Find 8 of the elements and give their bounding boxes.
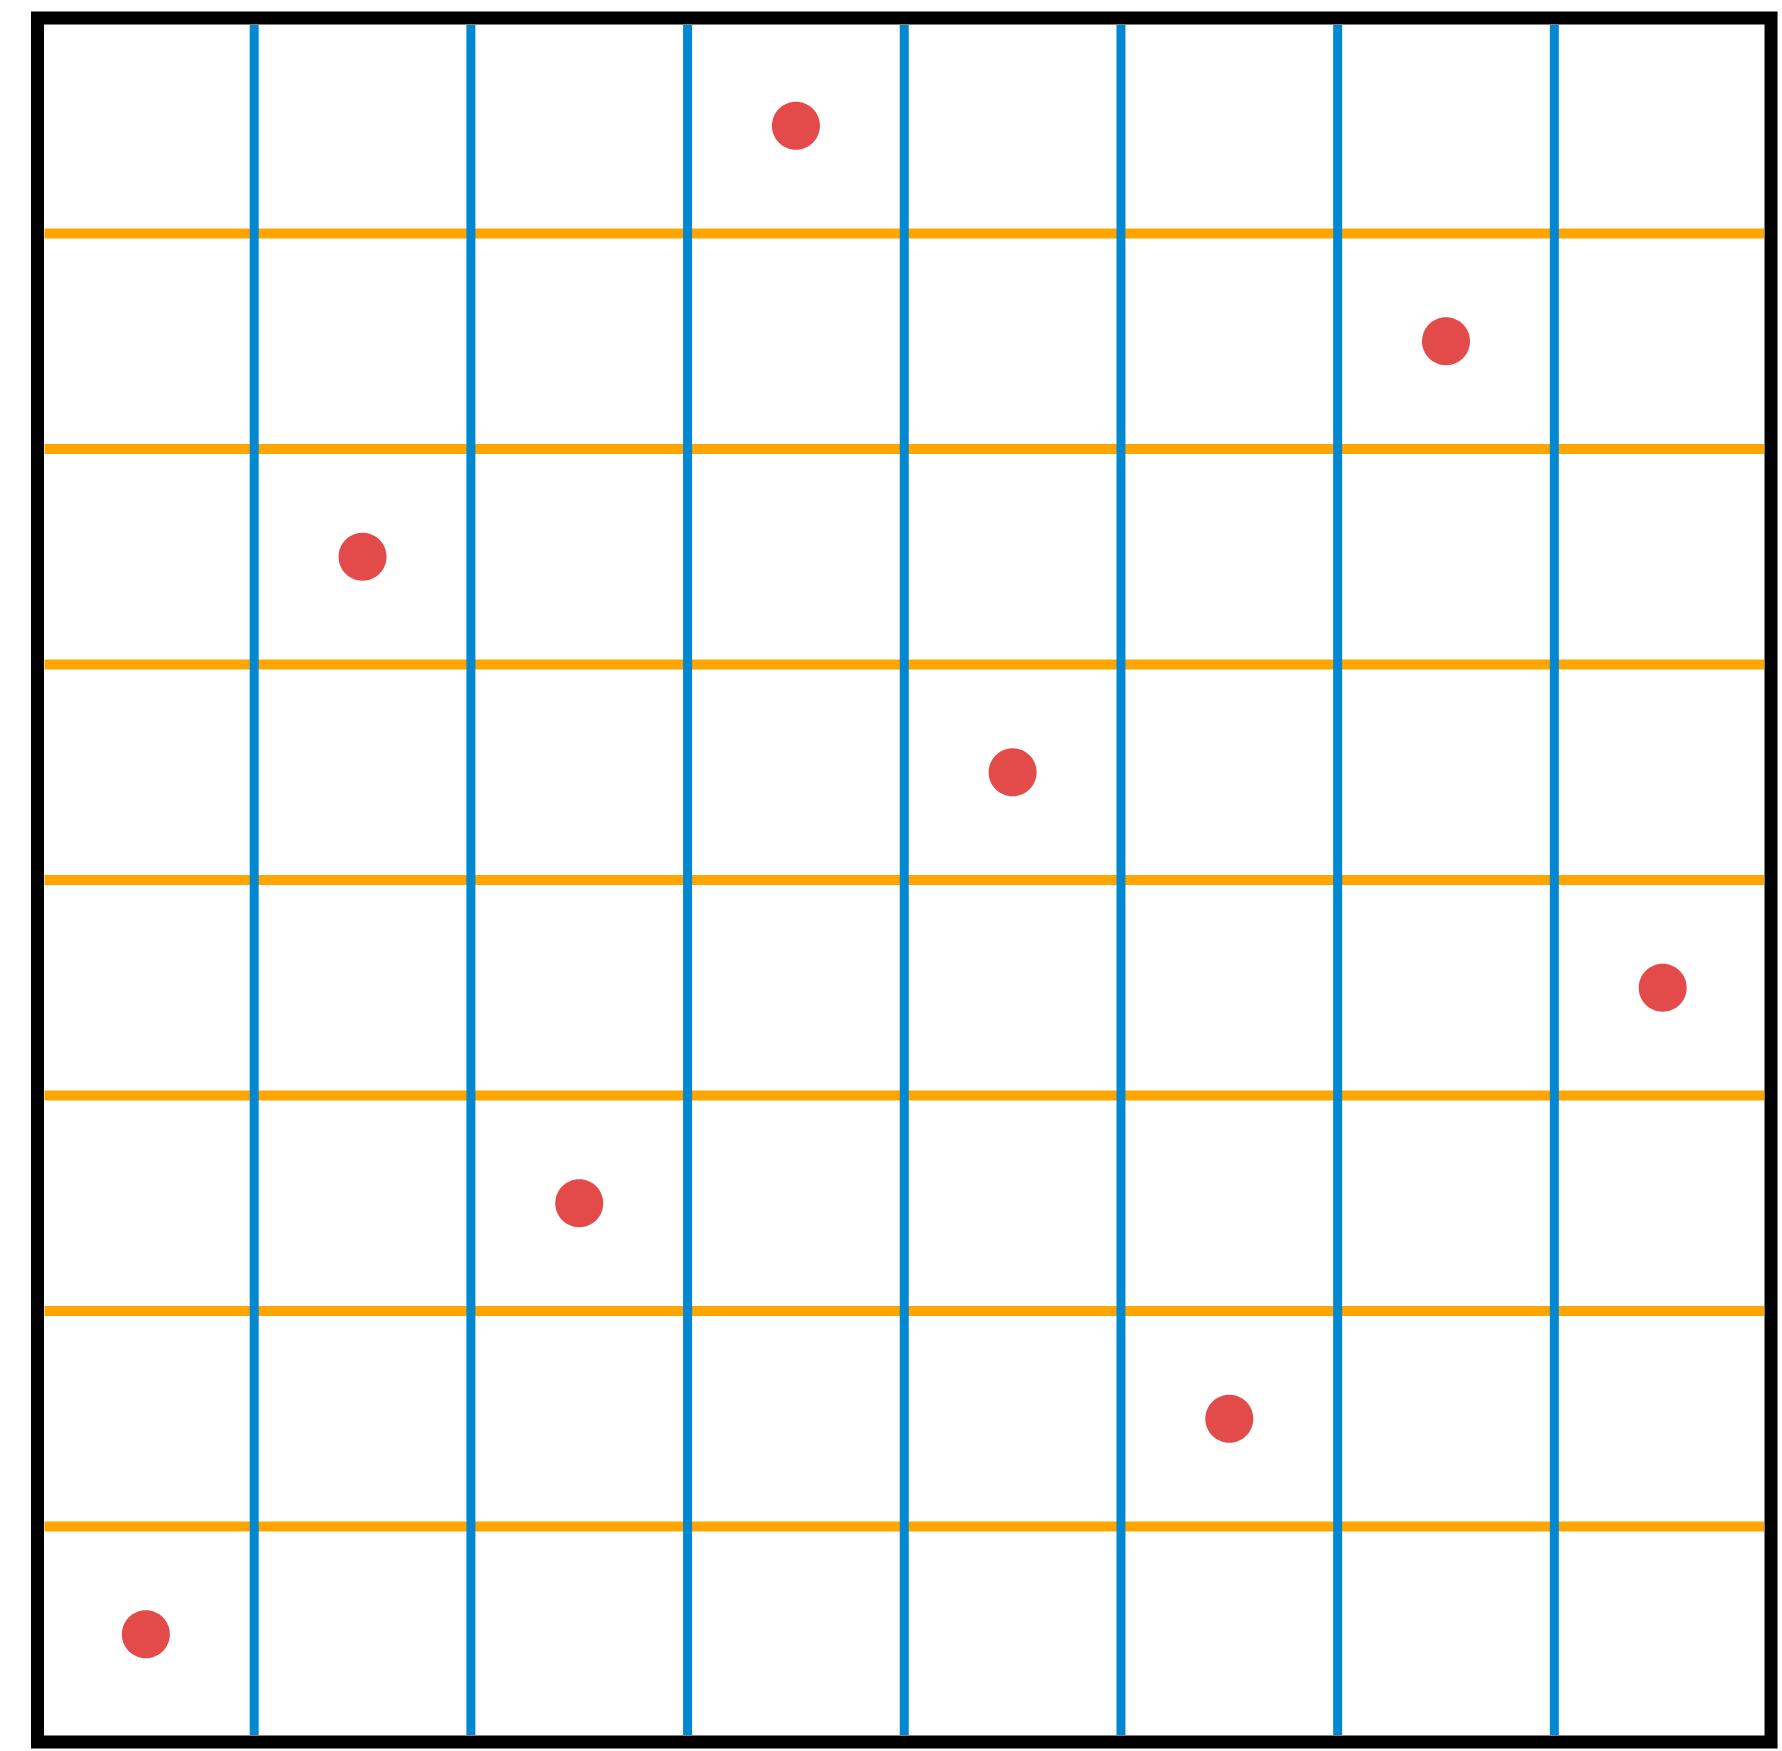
dot (771, 101, 820, 150)
dot (988, 748, 1037, 797)
dot (121, 1610, 170, 1659)
dot (555, 1179, 604, 1228)
dot (1205, 1394, 1254, 1443)
dot (1422, 317, 1470, 366)
dot (1638, 963, 1687, 1012)
dot (338, 532, 387, 581)
